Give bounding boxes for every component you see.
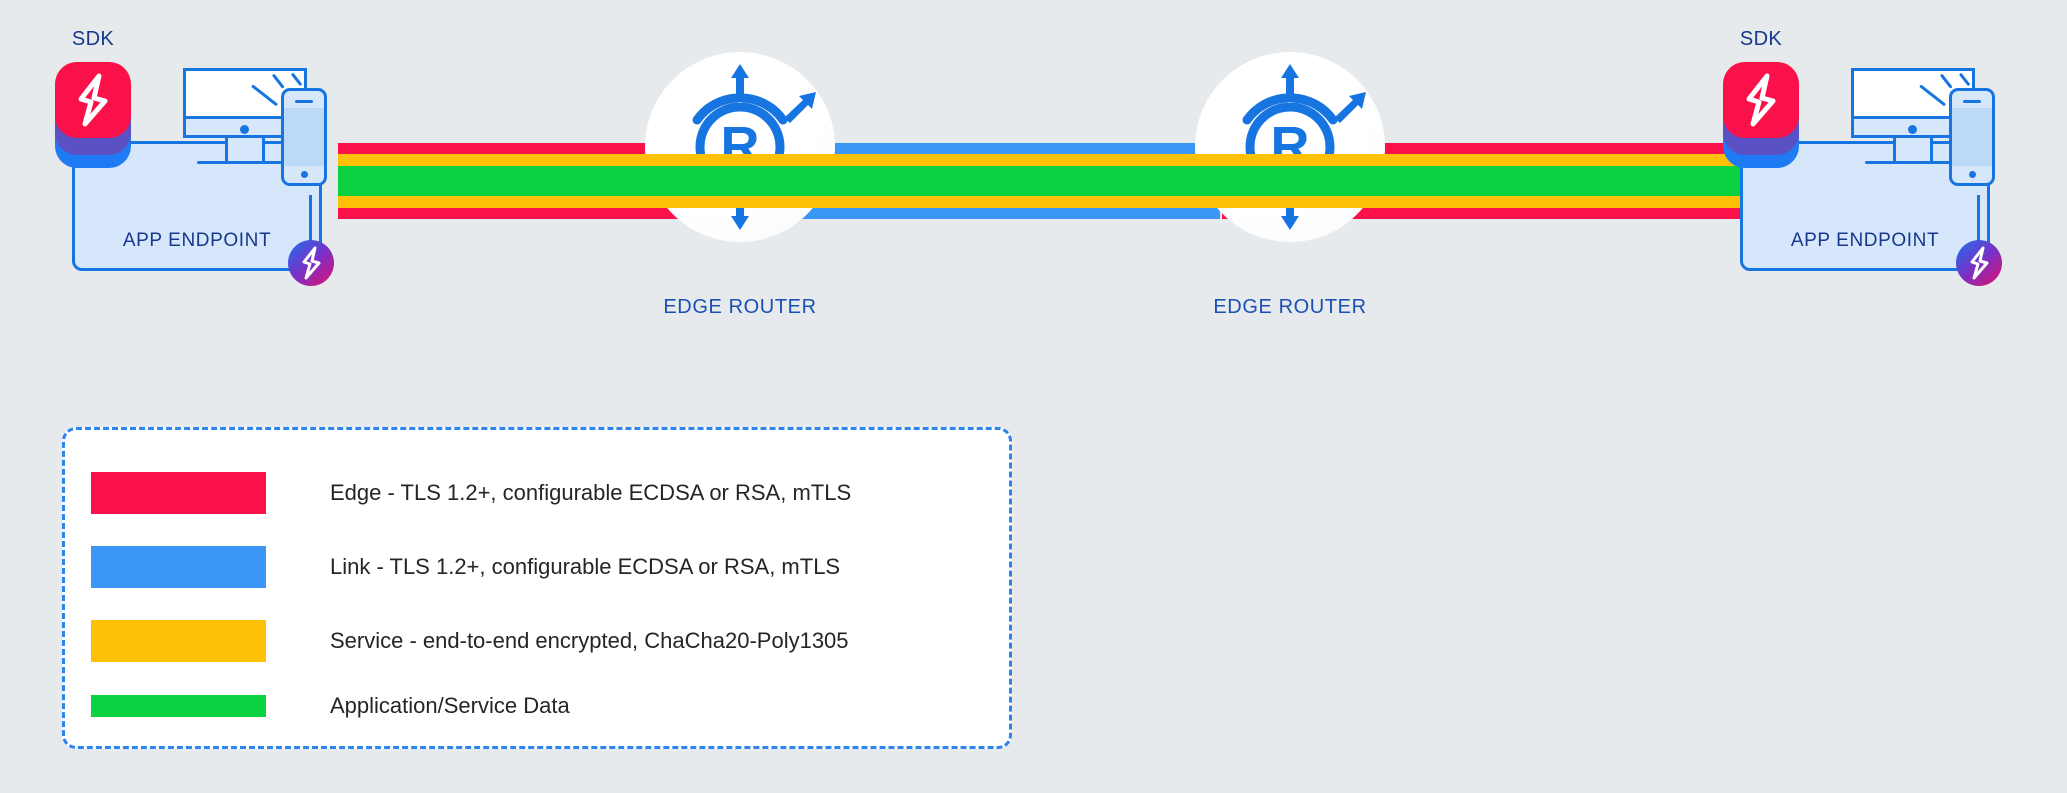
sdk-label: SDK (1739, 28, 1783, 50)
legend-item-label: Edge - TLS 1.2+, configurable ECDSA or R… (330, 480, 852, 505)
band-edge-top (1222, 143, 1742, 154)
sdk-label: SDK (71, 28, 115, 50)
band-link-bottom (760, 208, 1220, 219)
legend-panel: Edge - TLS 1.2+, configurable ECDSA or R… (62, 427, 1012, 749)
legend-item-link: Link - TLS 1.2+, configurable ECDSA or R… (65, 530, 1009, 604)
band-service-bottom (640, 196, 890, 208)
band-data (640, 166, 890, 196)
monitor-stand-base (197, 161, 293, 164)
edge-router-right[interactable]: R (1195, 52, 1385, 242)
monitor-stand-base (1865, 161, 1961, 164)
link-swatch (91, 546, 266, 588)
endpoint-connector-right (1834, 141, 1856, 144)
legend-item-edge: Edge - TLS 1.2+, configurable ECDSA or R… (65, 456, 1009, 530)
service-swatch (91, 620, 266, 662)
monitor-power-dot (1908, 125, 1917, 134)
band-edge-top (338, 143, 758, 154)
edge-router-left[interactable]: R (645, 52, 835, 242)
sdk-badge-right[interactable]: SDK (1723, 28, 1799, 168)
endpoint-badge-stem-right (1977, 195, 1980, 245)
phone-speaker (295, 100, 313, 103)
edge-router-right-label: EDGE ROUTER (1213, 296, 1367, 318)
phone-home-button (1969, 171, 1976, 178)
band-edge-bottom (338, 208, 758, 219)
mobile-phone-icon-right (1949, 88, 1995, 186)
path-core-through-router-left (640, 154, 890, 208)
band-service-top (1190, 154, 1440, 166)
lightning-bolt-icon (1746, 73, 1776, 127)
edge-router-icon: R (664, 64, 816, 230)
edge-swatch (91, 472, 266, 514)
application-swatch (91, 695, 266, 717)
legend-item-service: Service - end-to-end encrypted, ChaCha20… (65, 604, 1009, 678)
legend-item-label: Service - end-to-end encrypted, ChaCha20… (330, 628, 849, 653)
band-edge-bottom (1222, 208, 1742, 219)
monitor-power-dot (240, 125, 249, 134)
path-core-through-router-right (1190, 154, 1440, 208)
band-service-top (640, 154, 890, 166)
endpoint-badge-stem-left (309, 195, 312, 245)
endpoint-connector-left (166, 141, 188, 144)
app-endpoint-left-label: APP ENDPOINT (122, 230, 272, 251)
band-data (1190, 166, 1440, 196)
edge-router-icon: R (1214, 64, 1366, 230)
monitor-stand-neck (1893, 138, 1933, 162)
legend-item-application: Application/Service Data (65, 678, 1009, 734)
monitor-stand-neck (225, 138, 265, 162)
app-endpoint-right-label: APP ENDPOINT (1790, 230, 1940, 251)
phone-screen (284, 108, 324, 166)
legend-item-label: Application/Service Data (330, 693, 570, 718)
mobile-phone-icon-left (281, 88, 327, 186)
lightning-bolt-icon (1970, 246, 1989, 280)
phone-home-button (301, 171, 308, 178)
band-link-top (760, 143, 1220, 154)
sdk-badge-left[interactable]: SDK (55, 28, 131, 168)
endpoint-badge-left[interactable] (288, 240, 334, 286)
legend-item-label: Link - TLS 1.2+, configurable ECDSA or R… (330, 554, 841, 579)
lightning-bolt-icon (302, 246, 321, 280)
edge-router-left-label: EDGE ROUTER (663, 296, 817, 318)
phone-speaker (1963, 100, 1981, 103)
desktop-computer-icon-left (183, 68, 307, 172)
endpoint-badge-right[interactable] (1956, 240, 2002, 286)
band-service-bottom (1190, 196, 1440, 208)
phone-screen (1952, 108, 1992, 166)
lightning-bolt-icon (78, 73, 108, 127)
